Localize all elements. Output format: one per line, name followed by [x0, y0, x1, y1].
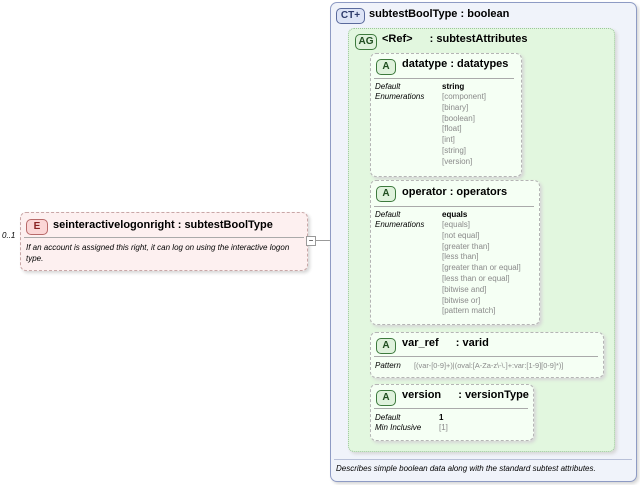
- element-divider: [24, 237, 304, 238]
- attribute-version-badge: A: [376, 390, 396, 406]
- attribute-operator-sep: :: [449, 186, 454, 198]
- attribute-operator-enum-list: [equals] [not equal] [greater than] [les…: [442, 220, 521, 317]
- plus-icon: +: [354, 10, 361, 21]
- complex-type-doc: Describes simple boolean data along with…: [336, 464, 596, 473]
- enum-value: [component]: [442, 92, 487, 101]
- attribute-operator-type: operators: [456, 186, 508, 198]
- attribute-varref-badge: A: [376, 338, 396, 354]
- enum-value: [not equal]: [442, 230, 480, 240]
- attribute-version-type: versionType: [464, 389, 529, 401]
- element-name: seinteractivelogonright: [53, 219, 175, 231]
- attribute-operator-default-label: Default: [375, 210, 401, 219]
- attribute-varref-type: varid: [462, 337, 489, 349]
- attribute-operator-enum-label: Enumerations: [375, 220, 425, 229]
- attribute-datatype-default-label: Default: [375, 82, 401, 91]
- attribute-operator-box[interactable]: [370, 180, 540, 325]
- attribute-operator-name: operator: [402, 186, 447, 198]
- attribute-datatype-badge: A: [376, 59, 396, 75]
- enum-value: [float]: [442, 124, 462, 134]
- attribute-version-box[interactable]: [370, 384, 534, 441]
- complex-type-type: boolean: [467, 8, 510, 20]
- enum-value: [pattern match]: [442, 306, 496, 316]
- enum-value: [less than]: [442, 252, 479, 262]
- enum-value: [less than or equal]: [442, 273, 510, 283]
- attribute-varref-box[interactable]: [370, 332, 604, 378]
- attribute-operator-title: operator : operators: [402, 186, 507, 198]
- enum-value: [int]: [442, 135, 455, 145]
- attribute-datatype-sep: :: [450, 58, 454, 70]
- attribute-version-min-value: [1]: [439, 423, 448, 432]
- element-badge: E: [26, 219, 48, 235]
- attribute-datatype-title: datatype : datatypes: [402, 58, 508, 70]
- attribute-group-name: <Ref>: [382, 33, 413, 45]
- attribute-version-divider: [374, 408, 528, 409]
- attribute-varref-divider: [374, 356, 598, 357]
- element-type: subtestBoolType: [184, 219, 273, 231]
- enum-value: [greater than or equal]: [442, 263, 521, 273]
- enum-value: [binary]: [442, 102, 469, 112]
- attribute-varref-title: var_ref : varid: [402, 337, 489, 349]
- attribute-version-title: version : versionType: [402, 389, 529, 401]
- complex-type-badge: CT+: [336, 8, 365, 24]
- attribute-version-name: version: [402, 389, 442, 401]
- attribute-operator-divider: [374, 206, 534, 207]
- attribute-version-min-label: Min Inclusive: [375, 423, 422, 432]
- complex-type-divider: [334, 459, 632, 460]
- element-doc: If an account is assigned this right, it…: [26, 243, 290, 263]
- attribute-group-badge: AG: [355, 34, 377, 50]
- attribute-datatype-type: datatypes: [457, 58, 509, 70]
- complex-type-title: subtestBoolType : boolean: [369, 8, 509, 20]
- attribute-version-default-value: 1: [439, 413, 444, 422]
- enum-value: [equals]: [442, 220, 471, 229]
- enum-value: [boolean]: [442, 113, 475, 123]
- attribute-version-default-label: Default: [375, 413, 401, 422]
- attribute-group-title: <Ref> : subtestAttributes: [382, 33, 527, 45]
- element-box[interactable]: [20, 212, 308, 271]
- attribute-group-type: subtestAttributes: [436, 33, 528, 45]
- attribute-datatype-name: datatype: [402, 58, 448, 70]
- attribute-datatype-enum-label: Enumerations: [375, 92, 425, 101]
- attribute-datatype-box[interactable]: [370, 53, 522, 177]
- element-title: seinteractivelogonright : subtestBoolTyp…: [53, 219, 273, 231]
- attribute-group-sep: :: [429, 33, 434, 45]
- attribute-operator-default-value: equals: [442, 210, 468, 219]
- element-type-sep: :: [177, 219, 182, 231]
- expand-toggle[interactable]: −: [306, 236, 316, 246]
- complex-type-name: subtestBoolType: [369, 8, 458, 20]
- enum-value: [bitwise or]: [442, 295, 481, 305]
- occurrence-label: 0..1: [2, 231, 16, 240]
- attribute-operator-badge: A: [376, 186, 396, 202]
- attribute-varref-name: var_ref: [402, 337, 439, 349]
- attribute-datatype-enum-list: [component] [binary] [boolean] [float] […: [442, 92, 486, 168]
- attribute-varref-pattern-value: [(var-[0-9]+)|(oval:[A-Za-z\-\.]+:var:[1…: [414, 361, 564, 370]
- attribute-datatype-divider: [374, 78, 514, 79]
- attribute-varref-pattern-label: Pattern: [375, 361, 401, 370]
- complex-type-sep: :: [460, 8, 465, 20]
- enum-value: [version]: [442, 156, 473, 166]
- enum-value: [string]: [442, 145, 467, 155]
- attribute-varref-sep: :: [455, 337, 460, 349]
- enum-value: [bitwise and]: [442, 284, 487, 294]
- enum-value: [greater than]: [442, 241, 490, 251]
- attribute-version-sep: :: [458, 389, 462, 401]
- attribute-datatype-default-value: string: [442, 82, 465, 91]
